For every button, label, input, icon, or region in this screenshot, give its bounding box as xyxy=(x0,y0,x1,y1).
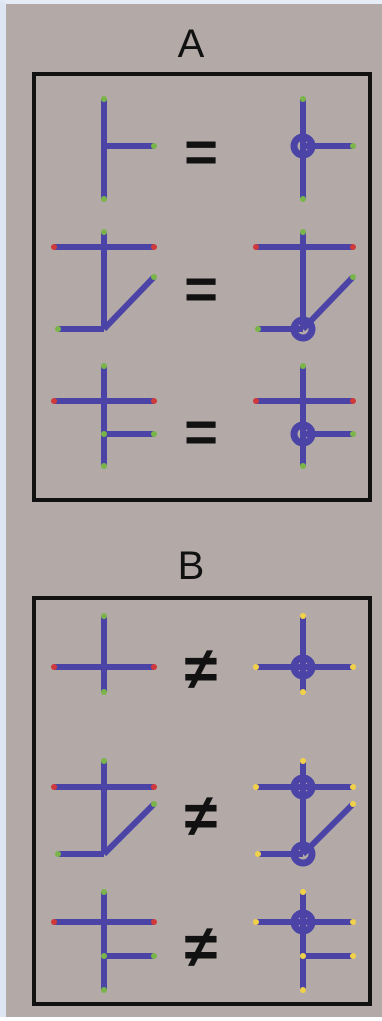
a-row2-left-junction xyxy=(51,229,157,332)
a-row3-right-junction xyxy=(253,363,356,469)
a-row1-left-junction xyxy=(101,96,157,202)
a-row1-equals: = xyxy=(184,120,218,185)
a-row3-equals: = xyxy=(184,400,218,465)
b-row2-left-junction xyxy=(51,758,157,857)
a-row1-right-junction xyxy=(290,96,356,202)
junction-node-icon xyxy=(290,774,316,800)
junction-node-icon xyxy=(290,654,316,680)
b-row2-not-equal: ≠ xyxy=(185,782,218,849)
section-label-a: A xyxy=(177,22,205,66)
b-row2-right-junction xyxy=(253,758,356,867)
b-row3-left-junction xyxy=(51,889,157,993)
b-row1-right-junction xyxy=(253,613,356,695)
panel-b xyxy=(32,596,372,1006)
b-row1-not-equal: ≠ xyxy=(185,635,218,702)
panel-a xyxy=(32,72,372,502)
b-row3-not-equal: ≠ xyxy=(185,913,218,980)
section-label-b: B xyxy=(177,544,205,588)
a-row3-left-junction xyxy=(51,363,157,469)
junction-node-icon xyxy=(290,133,316,159)
junction-node-icon xyxy=(290,421,316,447)
junction-diagram: = = xyxy=(51,96,356,993)
junction-node-icon xyxy=(290,909,316,935)
b-row1-left-junction xyxy=(51,613,157,695)
junction-node-icon xyxy=(290,841,316,867)
a-row2-right-junction xyxy=(253,229,356,342)
junction-node-icon xyxy=(290,316,316,342)
a-row2-equals: = xyxy=(184,257,218,322)
b-row3-right-junction xyxy=(253,889,356,993)
